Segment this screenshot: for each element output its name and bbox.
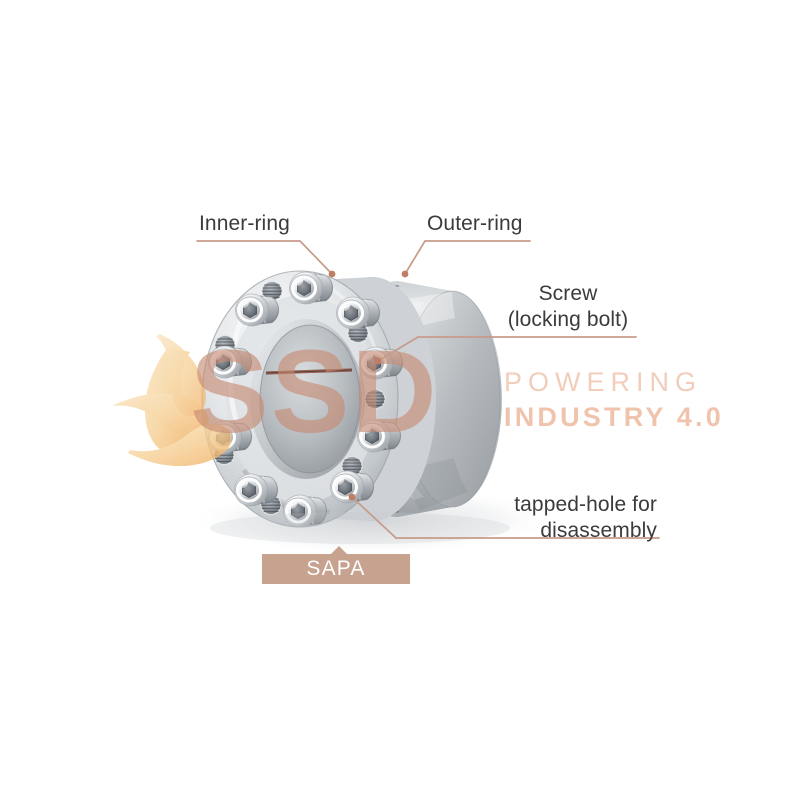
leader-dot-screw (374, 357, 382, 365)
leader-screw (377, 336, 637, 362)
watermark-brand: SSD (190, 326, 439, 458)
leader-tapped-hole (351, 496, 660, 539)
watermark-tagline-line1: POWERING (504, 367, 703, 397)
sapa-badge-notch (330, 546, 348, 555)
callout-label-screw-line2: (locking bolt) (507, 308, 629, 331)
callout-label-outer-ring: Outer-ring (427, 212, 523, 235)
leader-inner-ring (196, 240, 333, 275)
leader-dot-inner-ring (328, 270, 336, 278)
sapa-badge: SAPA (262, 554, 410, 584)
callout-label-tapped-hole-line1: tapped-hole for (514, 493, 657, 516)
leader-dot-outer-ring (401, 270, 409, 278)
callout-label-screw: Screw (locking bolt) (502, 281, 634, 333)
callout-label-tapped-hole: tapped-hole for disassembly (497, 492, 657, 544)
callout-label-screw-line1: Screw (538, 282, 598, 305)
callout-label-tapped-hole-line2: disassembly (540, 519, 657, 542)
watermark-tagline-line2: INDUSTRY 4.0 (504, 402, 724, 432)
leader-outer-ring (404, 240, 531, 275)
callout-label-inner-ring: Inner-ring (199, 212, 290, 235)
split-slit (265, 368, 353, 375)
ssd-swirl-logo (112, 334, 232, 467)
leader-dot-tapped-hole (348, 493, 356, 501)
